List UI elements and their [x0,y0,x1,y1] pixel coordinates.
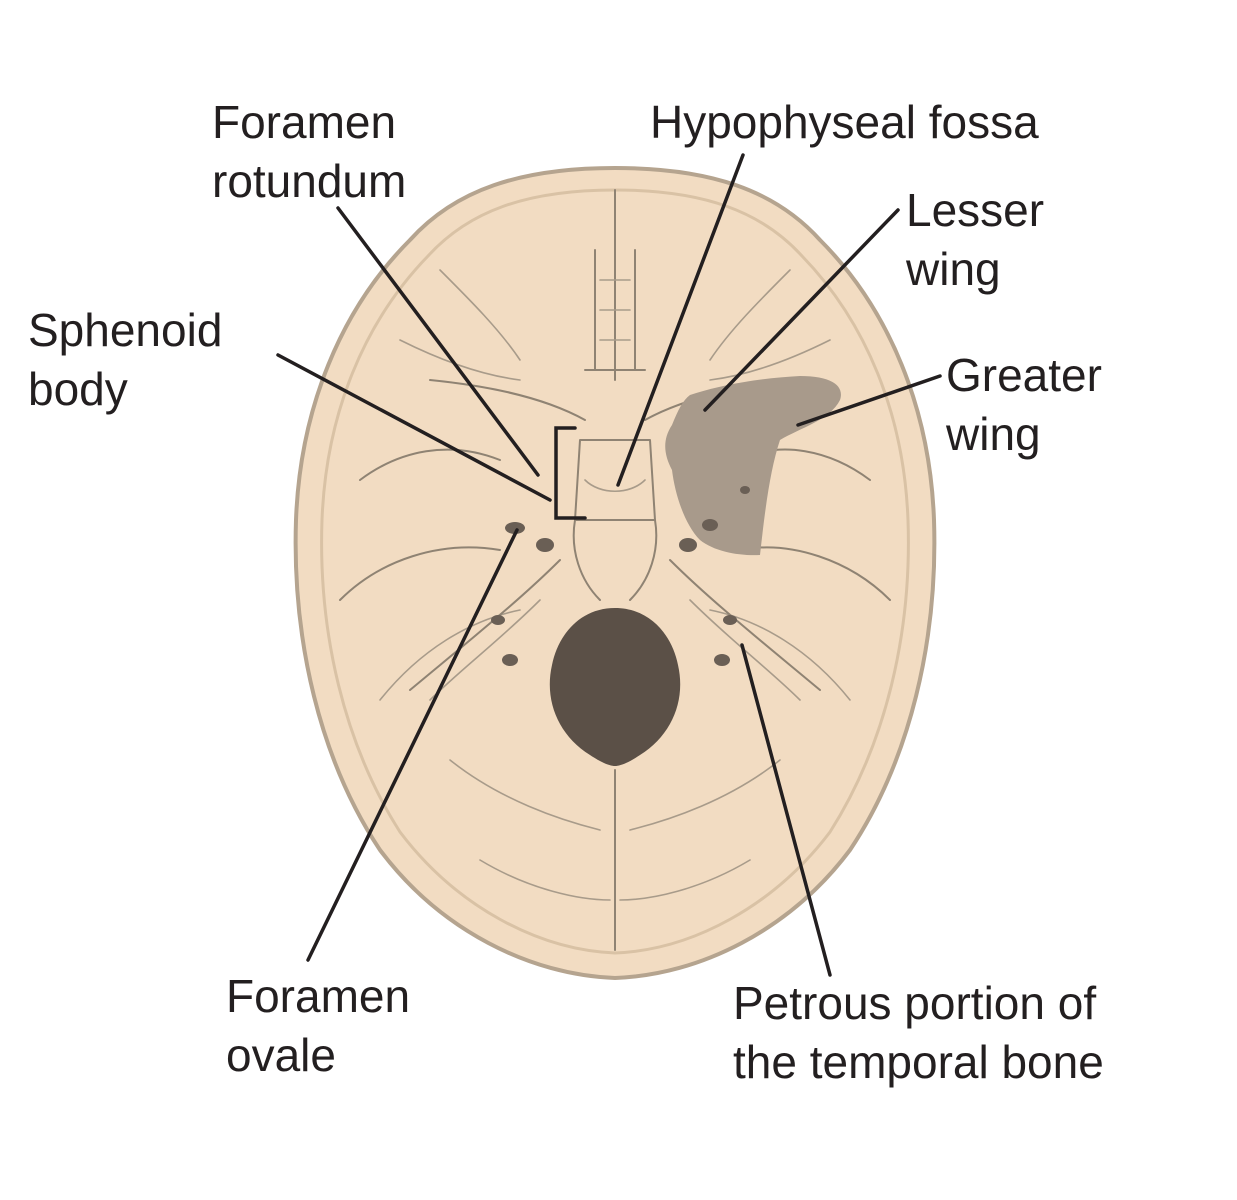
leader-hypophyseal-fossa [616,153,745,487]
label-sphenoid-body: Sphenoid body [28,304,235,415]
label-greater-wing: Greater wing [945,349,1115,460]
skull-inner-rim [320,188,910,955]
leader-greater-wing [796,374,942,427]
leader-lines [276,153,942,977]
skull-outline [293,165,937,981]
sphenoid-body-bracket [554,426,587,520]
leader-foramen-ovale [306,528,519,962]
leader-petrous-portion [740,643,832,977]
labels: Foramen rotundum Hypophyseal fossa Lesse… [28,96,1115,1088]
label-foramen-ovale: Foramen ovale [226,970,423,1081]
skull-detail-lines [339,189,891,951]
label-petrous-portion: Petrous portion of the temporal bone [733,977,1109,1088]
label-hypophyseal-fossa: Hypophyseal fossa [650,96,1039,148]
leader-lesser-wing [703,208,900,412]
label-lesser-wing: Lesser wing [905,184,1057,295]
leader-foramen-rotundum [336,206,540,477]
foramen-magnum [549,608,681,766]
label-foramen-rotundum: Foramen rotundum [212,96,409,207]
skull [293,165,937,981]
greater-wing-detail [702,486,750,531]
greater-wing-region [665,376,841,556]
leader-sphenoid-body [276,353,552,502]
